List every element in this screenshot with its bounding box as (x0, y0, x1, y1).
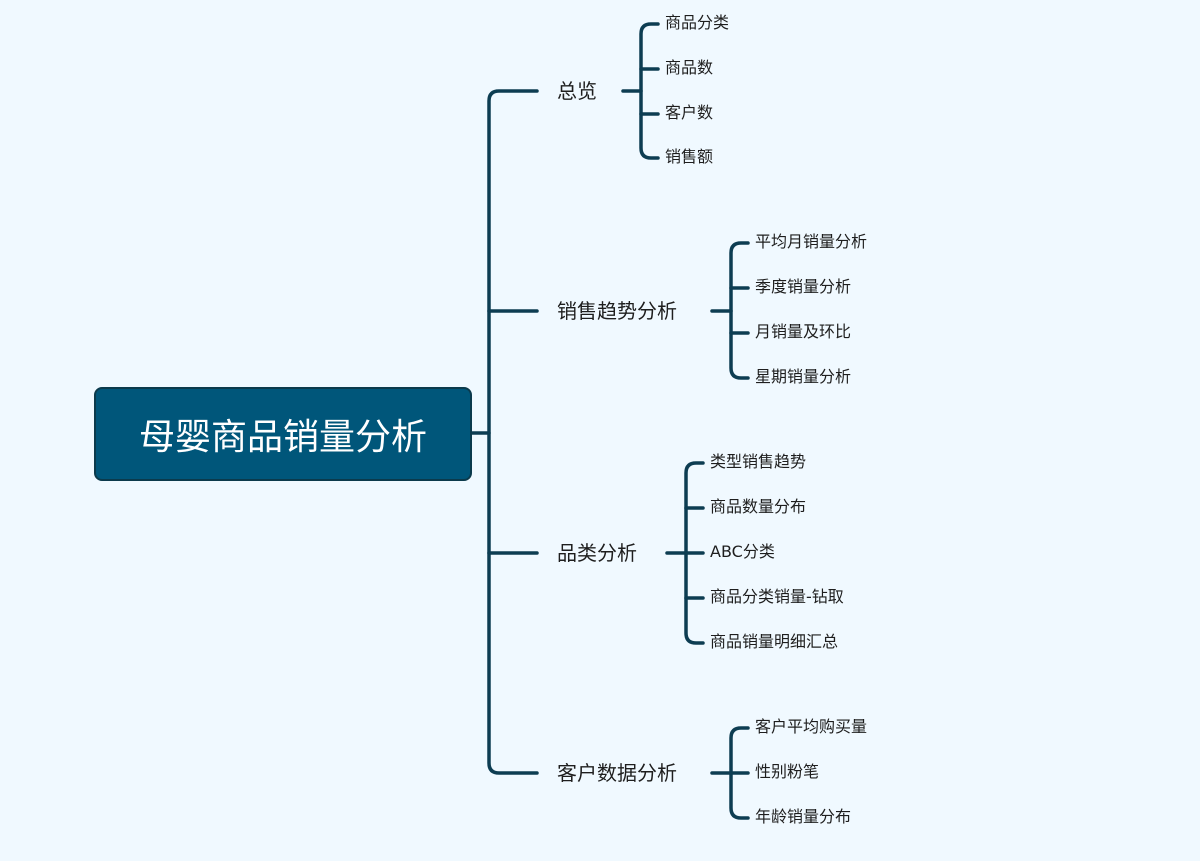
leaf-node[interactable]: 商品分类销量-钻取 (710, 587, 844, 606)
trunk-bracket (487, 89, 539, 775)
leaf-bracket (639, 22, 660, 160)
leaf-bracket (729, 241, 750, 380)
branch-node[interactable]: 总览 (557, 79, 597, 103)
leaf-node[interactable]: 商品分类 (665, 13, 730, 32)
leaf-node[interactable]: 客户数 (665, 103, 714, 122)
leaf-node[interactable]: 客户平均购买量 (755, 717, 868, 736)
root-node[interactable]: 母婴商品销量分析 (94, 387, 472, 481)
leaf-node[interactable]: 平均月销量分析 (755, 232, 868, 251)
branch-node[interactable]: 销售趋势分析 (557, 299, 677, 323)
leaf-node[interactable]: 商品数量分布 (710, 497, 807, 516)
leaf-node[interactable]: 性别粉笔 (755, 762, 820, 781)
leaf-node[interactable]: 季度销量分析 (755, 277, 852, 296)
leaf-node[interactable]: 年龄销量分布 (755, 807, 852, 826)
branch-node[interactable]: 品类分析 (557, 541, 637, 565)
leaf-node[interactable]: 销售额 (665, 147, 714, 166)
leaf-node[interactable]: 类型销售趋势 (710, 452, 807, 471)
leaf-node[interactable]: 商品数 (665, 58, 714, 77)
leaf-node[interactable]: ABC分类 (710, 542, 775, 561)
root-label: 母婴商品销量分析 (138, 417, 427, 458)
leaf-node[interactable]: 星期销量分析 (755, 367, 852, 386)
leaf-node[interactable]: 月销量及环比 (755, 322, 852, 341)
leaf-node[interactable]: 商品销量明细汇总 (710, 632, 839, 651)
branch-node[interactable]: 客户数据分析 (557, 761, 677, 785)
